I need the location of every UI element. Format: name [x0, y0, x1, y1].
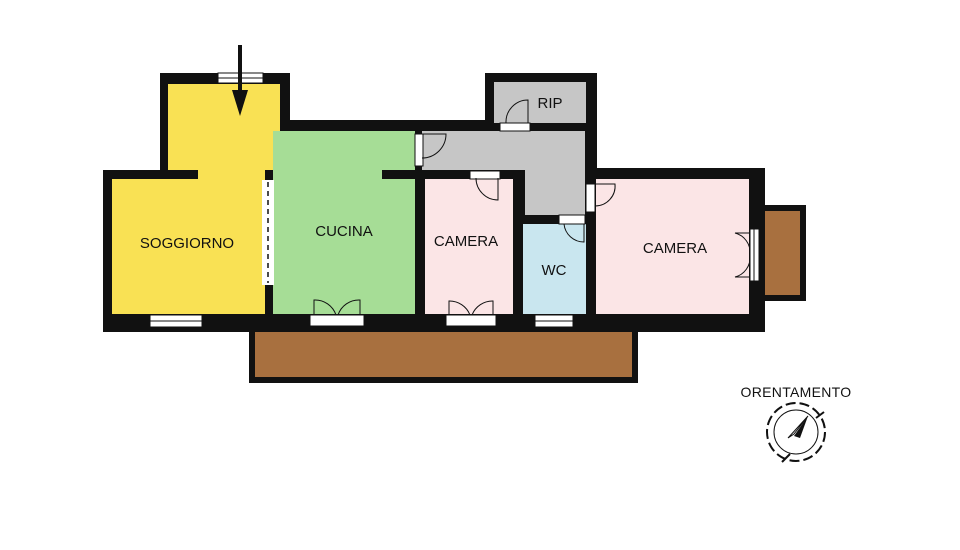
room-camera-1 [425, 179, 513, 314]
label-wc: WC [542, 262, 567, 279]
room-rip [494, 82, 586, 123]
internal-walls [168, 170, 557, 224]
open-partition [262, 180, 274, 285]
label-camera-1: CAMERA [434, 233, 498, 250]
room-cucina [273, 131, 415, 314]
balcony-south [249, 323, 638, 383]
orientation-label: ORENTAMENTO [741, 384, 852, 400]
label-cucina: CUCINA [315, 223, 373, 240]
compass-icon [766, 402, 826, 463]
room-camera-2 [596, 179, 749, 314]
label-camera-2: CAMERA [643, 240, 707, 257]
room-fills [112, 82, 749, 314]
room-wc [523, 224, 586, 314]
entrance-arrow-icon [232, 45, 248, 116]
room-corridor-b [525, 131, 585, 215]
balcony-east [757, 205, 806, 301]
interior-doors [414, 99, 616, 243]
label-soggiorno: SOGGIORNO [140, 235, 234, 252]
balcony-doors [309, 232, 751, 327]
label-rip: RIP [537, 95, 562, 112]
room-soggiorno [112, 84, 280, 314]
